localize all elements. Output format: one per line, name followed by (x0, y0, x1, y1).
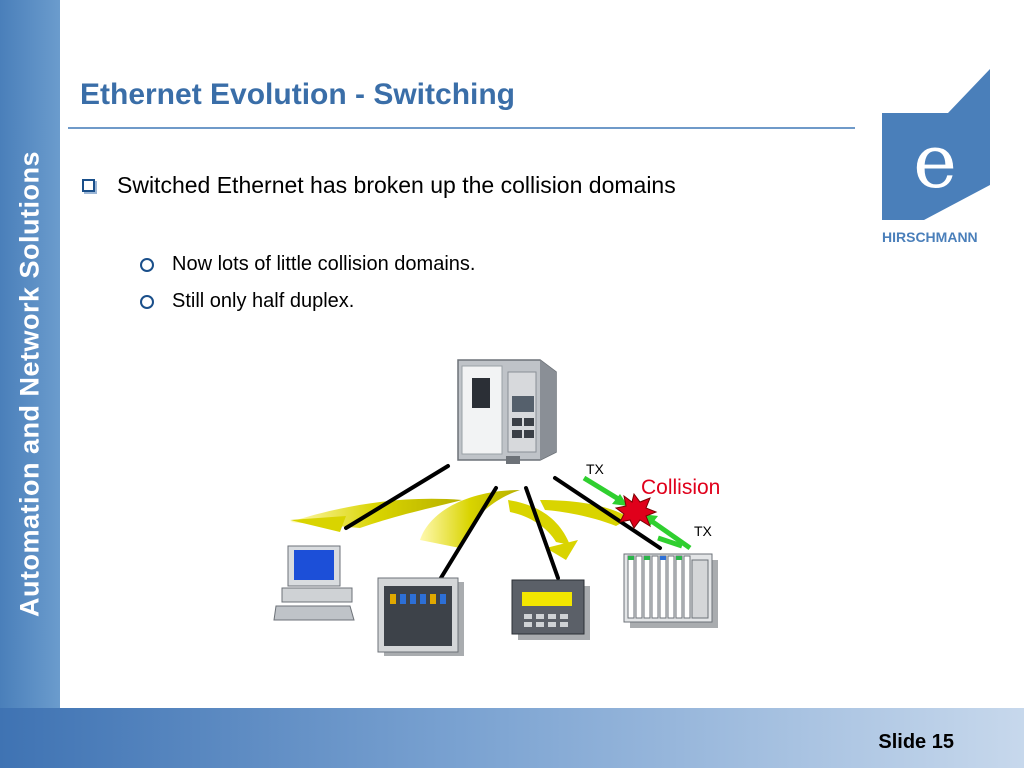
sweep-arrow-mid-left (420, 490, 520, 548)
plc-card (675, 555, 683, 619)
pc-case (281, 587, 353, 603)
panel-key (524, 622, 532, 627)
slide-number: Slide 15 (878, 731, 954, 753)
tx-label-top: TX (586, 461, 605, 477)
circle-bullet-icon (140, 294, 154, 309)
tx-label-bottom: TX (694, 523, 713, 539)
sweep-arrowhead (546, 540, 578, 560)
bullet-text: Switched Ethernet has broken up the coll… (117, 172, 676, 198)
plc-led (628, 556, 634, 560)
collision-burst-icon (614, 492, 658, 529)
pc-keyboard (273, 605, 355, 621)
pc-screen (294, 550, 334, 580)
circle-bullet-icon (140, 257, 154, 272)
sub-bullet-item: Now lots of little collision domains. (140, 253, 475, 276)
switch-connector (472, 378, 490, 408)
plc-card (683, 555, 691, 619)
operator-panel-device (511, 579, 590, 640)
plc-power-module (691, 559, 709, 619)
sweep-arrowhead (290, 516, 346, 532)
io-module-device (377, 577, 464, 656)
switch-side (540, 360, 556, 460)
title-divider (68, 127, 855, 129)
sub-bullet-text: Now lots of little collision domains. (172, 253, 476, 275)
tx-arrow-top (582, 475, 622, 503)
sidebar-band: Automation and Network Solutions (0, 0, 60, 768)
plc-card (627, 555, 635, 619)
plc-card (659, 555, 667, 619)
fiber-port (512, 396, 534, 412)
tx-arrow-bottom (648, 517, 692, 551)
cable-to-pc (344, 464, 450, 530)
sweep-arrow-right (540, 500, 630, 526)
switch-mount (506, 456, 520, 464)
panel-key (548, 622, 556, 627)
io-slot-led (400, 594, 406, 604)
plc-card (643, 555, 651, 619)
cable-to-plc (553, 476, 662, 550)
io-slot-led (440, 594, 446, 604)
logo-shape (882, 69, 990, 220)
switch-device (457, 359, 557, 464)
logo-brand-text: HIRSCHMANN (882, 229, 978, 245)
rj45-port (512, 430, 522, 438)
io-slot-led (390, 594, 396, 604)
panel-display (522, 592, 572, 606)
rj45-port (524, 430, 534, 438)
collision-arrows (582, 475, 692, 551)
panel-key (548, 614, 556, 619)
square-bullet-icon (82, 179, 95, 192)
footer-band (0, 708, 1024, 768)
io-slot-led (420, 594, 426, 604)
sub-bullet-item: Still only half duplex. (140, 290, 354, 313)
plc-led (660, 556, 666, 560)
logo-letter: e (913, 119, 957, 205)
slide-title: Ethernet Evolution - Switching (80, 78, 515, 111)
pc-device (273, 545, 355, 621)
panel-key (560, 622, 568, 627)
plc-card (667, 555, 675, 619)
plc-card (651, 555, 659, 619)
sub-bullet-text: Still only half duplex. (172, 290, 355, 312)
rj45-port (524, 418, 534, 426)
plc-rack-device (623, 553, 718, 628)
panel-key (536, 622, 544, 627)
plc-led (644, 556, 650, 560)
io-slot-led (410, 594, 416, 604)
tx-arrowhead (612, 494, 628, 506)
tx-arrow-bottom-tail (657, 535, 683, 549)
panel-key (560, 614, 568, 619)
plc-led (676, 556, 682, 560)
hirschmann-logo: e (882, 69, 990, 220)
panel-key (524, 614, 532, 619)
rj45-port (512, 418, 522, 426)
collision-label: Collision (641, 476, 720, 499)
cable-lines (344, 464, 662, 588)
cable-to-panel (524, 486, 560, 580)
cable-to-io (434, 486, 498, 588)
plc-card (635, 555, 643, 619)
io-slot-led (430, 594, 436, 604)
bullet-item-main: Switched Ethernet has broken up the coll… (80, 172, 676, 199)
panel-key (536, 614, 544, 619)
